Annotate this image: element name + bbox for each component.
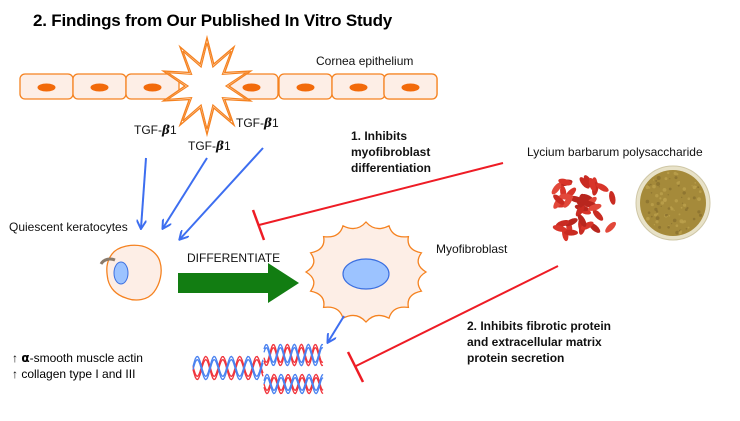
tgf-arrow-3 [180,147,264,239]
secretion-arrow [328,315,345,342]
goji-berries-image [551,175,616,242]
tgf-beta1-label-2: TGF-β1 [188,139,231,153]
tgf-arrow-2 [163,157,208,228]
marker-list: ↑ α-smooth muscle actin ↑ collagen type … [12,350,143,382]
tgf-beta1-label-3: TGF-β1 [236,116,279,130]
epithelial-cell [125,73,180,100]
tgf-beta1-arrows [141,147,264,239]
inhibition-2-text: 2. Inhibits fibrotic protein and extrace… [467,319,611,365]
inhibition-line-2 [346,265,559,383]
tgf-arrow-1 [141,157,147,228]
cornea-epithelium-layer [19,73,438,100]
page-title: 2. Findings from Our Published In Vitro … [33,11,393,30]
epithelium-injury-star-icon [160,34,254,138]
epithelial-cell [19,73,74,100]
marker-alpha-sma: ↑ α-smooth muscle actin [12,351,143,365]
cornea-epithelium-label: Cornea epithelium [316,54,414,68]
myofibroblast-label: Myofibroblast [436,242,508,256]
lycium-barbarum-polysaccharide-label: Lycium barbarum polysaccharide [527,145,703,159]
tgf-beta1-label-1: TGF-β1 [134,123,177,137]
epithelial-cell [383,73,438,100]
up-arrow-icon: ↑ [12,351,18,365]
quiescent-keratocytes-label: Quiescent keratocytes [9,220,128,234]
up-arrow-icon: ↑ [12,367,18,381]
epithelial-cell [278,73,333,100]
marker-collagen: ↑ collagen type I and III [12,367,136,381]
differentiate-label: DIFFERENTIATE [187,251,281,265]
differentiate-arrow-icon [178,263,299,303]
inhibition-line-1 [251,162,504,241]
lbp-powder-image [635,165,711,241]
epithelial-cell [331,73,386,100]
myofibroblast-cell [304,221,428,323]
dna-helix-icon [192,343,324,395]
inhibition-1-text: 1. Inhibits myofibroblast differentiatio… [351,129,431,175]
epithelial-cell [72,73,127,100]
quiescent-keratocyte-cell [99,244,162,301]
